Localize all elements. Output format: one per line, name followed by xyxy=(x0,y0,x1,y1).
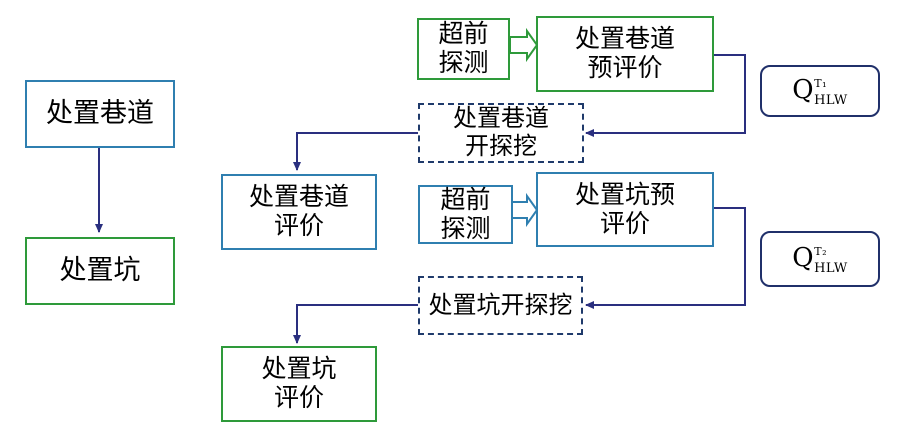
lower-preeval-label: 处置坑预 评价 xyxy=(574,179,675,238)
disposal-pit-box: 处置坑 xyxy=(25,237,175,305)
lower-probe-label: 超前 探测 xyxy=(440,184,491,243)
upper-excavate-box: 处置巷道 开探挖 xyxy=(418,103,584,163)
lower-probe-box: 超前 探测 xyxy=(418,185,513,244)
upper-q-main: Q xyxy=(792,75,815,106)
disposal-tunnel-box: 处置巷道 xyxy=(25,80,175,148)
upper-eval-label: 处置巷道 评价 xyxy=(248,182,349,240)
lower-q-sup: T₂ xyxy=(814,245,827,259)
disposal-tunnel-label: 处置巷道 xyxy=(46,98,154,130)
block-arrow-lower xyxy=(511,192,539,228)
upper-probe-label: 超前 探测 xyxy=(438,19,489,77)
block-arrow-upper xyxy=(509,27,539,63)
arrow-preeval-to-excavate-upper xyxy=(585,54,746,137)
arrow-preeval-to-excavate-lower xyxy=(585,207,746,309)
lower-q-main: Q xyxy=(792,243,815,274)
upper-probe-box: 超前 探测 xyxy=(417,18,510,80)
upper-q-sub: HLW xyxy=(814,93,848,109)
upper-preeval-label: 处置巷道 预评价 xyxy=(574,24,675,82)
upper-q-sup: T₁ xyxy=(814,77,827,91)
lower-excavate-box: 处置坑开探挖 xyxy=(418,276,583,335)
lower-preeval-box: 处置坑预 评价 xyxy=(536,172,714,247)
arrow-excavate-to-eval-upper xyxy=(293,132,418,171)
disposal-pit-label: 处置坑 xyxy=(59,255,141,287)
lower-eval-label: 处置坑 评价 xyxy=(261,354,337,412)
lower-q-sub: HLW xyxy=(814,261,848,277)
upper-excavate-label: 处置巷道 开探挖 xyxy=(453,104,549,160)
lower-excavate-label: 处置坑开探挖 xyxy=(428,290,573,319)
upper-eval-box: 处置巷道 评价 xyxy=(221,174,377,250)
upper-preeval-box: 处置巷道 预评价 xyxy=(536,16,714,92)
arrow-excavate-to-eval-lower xyxy=(293,304,418,344)
lower-eval-box: 处置坑 评价 xyxy=(221,346,377,422)
